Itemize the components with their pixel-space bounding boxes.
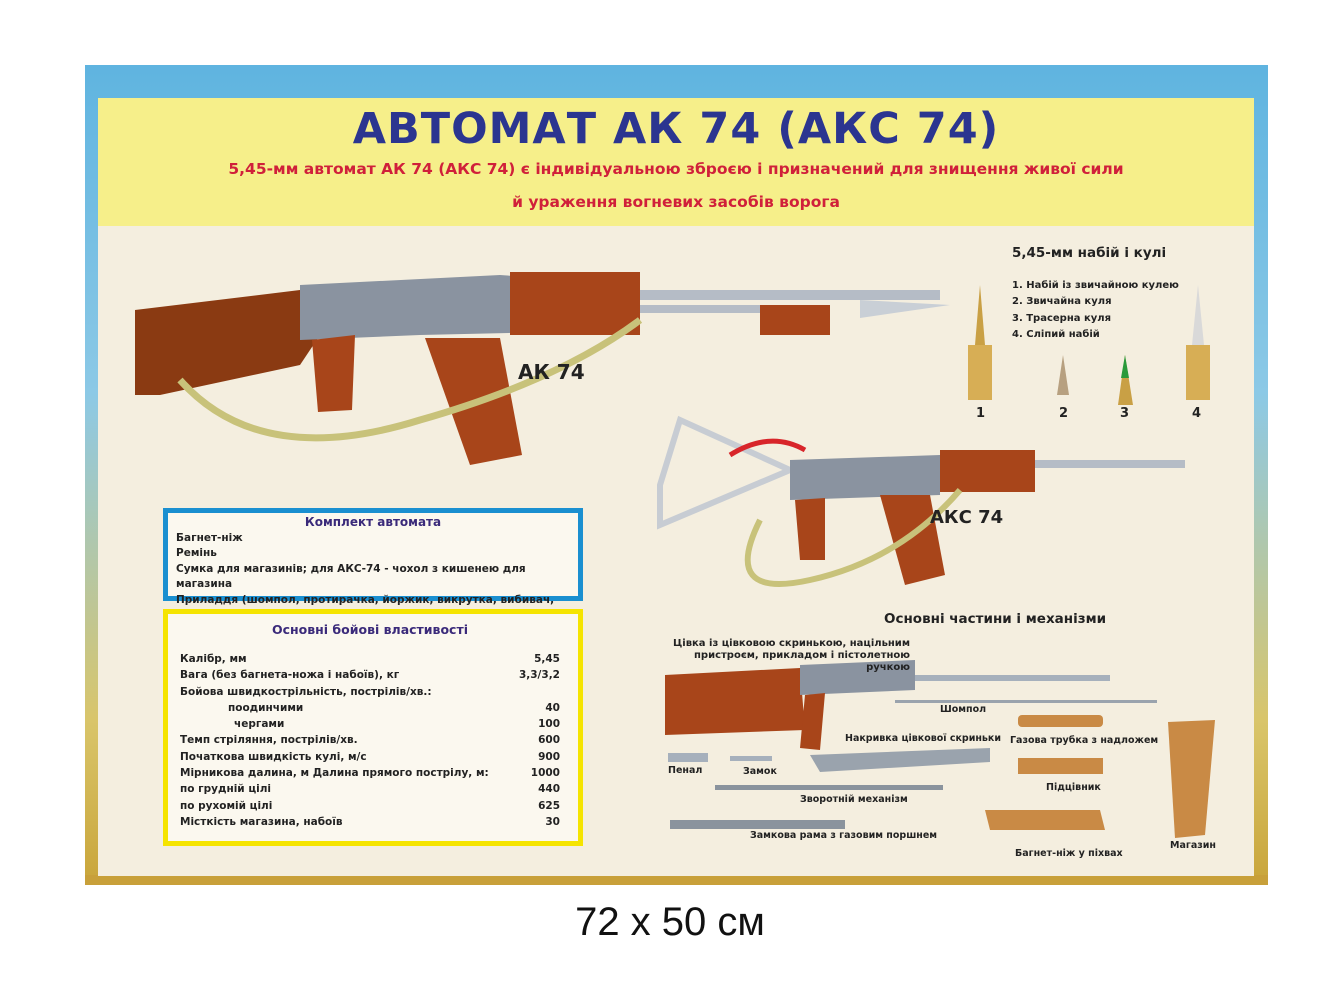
part-label: Зворотній механізм [800,794,908,805]
stats-row: по грудній цілі 440 [180,783,560,799]
stats-label: Бойова швидкострільність, пострілів/хв.: [180,685,432,698]
stats-row: Місткість магазина, набоїв 30 [180,816,560,832]
poster-title: АВТОМАТ АК 74 (АКС 74) [352,104,1000,154]
poster-header: АВТОМАТ АК 74 (АКС 74) 5,45-мм автомат А… [98,98,1254,226]
part-label: Накривка цівкової скриньки [845,733,1002,744]
part-label: Замок [743,766,777,777]
size-caption: 72 x 50 см [575,900,765,944]
kit-box: Комплект автомата Багнет-ніж Ремінь Сумк… [163,508,583,621]
aks74-label: АКС 74 [930,507,1004,528]
stats-label: Початкова швидкість кулі, м/с [180,750,367,763]
kit-item: Багнет-ніж [176,531,243,544]
kit-item: Сумка для магазинів; для АКС-74 - чохол … [176,562,526,591]
stats-value: 440 [538,783,560,796]
stats-value: 3,3/3,2 [518,669,560,682]
stats-row: Початкова швидкість кулі, м/с 900 [180,751,560,767]
stats-value: 100 [538,718,560,731]
stats-label: по грудній цілі [180,783,271,796]
parts-title: Основні частини і механізми [884,611,1107,627]
cartridge-item: 4. Сліпий набій [1012,328,1100,340]
stats-value: 1000 [530,767,560,780]
cartridge-item: 2. Звичайна куля [1012,296,1112,308]
stats-label: Місткість магазина, набоїв [180,815,343,828]
part-label: Підцівник [1046,782,1101,793]
kit-title: Комплект автомата [304,515,442,529]
stats-value: 5,45 [534,653,560,665]
cartridge-item: 3. Трасерна куля [1012,312,1112,324]
stats-value: 900 [538,750,560,763]
part-label: Шомпол [940,704,987,715]
combat-properties-box: Основні бойові властивості Калібр, мм 5,4… [163,609,583,846]
stats-row: Калібр, мм 5,45 [180,653,560,669]
part-label: Замкова рама з газовим поршнем [750,830,938,841]
part-label: Багнет-ніж у піхвах [1015,848,1123,859]
stats-row: чергами 100 [180,718,560,734]
cartridges-legend: 1. Набій із звичайною кулею 2. Звичайна … [1012,278,1179,343]
part-receiver-label: Цівка із цівковою скринькою, націльним п… [672,638,910,673]
stats-label: Темп стріляння, пострілів/хв. [180,734,358,747]
stats-row: по рухомій цілі 625 [180,800,560,816]
cartridge-number: 1 [976,406,986,421]
stats-row: Бойова швидкострільність, пострілів/хв.: [180,686,560,702]
cartridge-item: 1. Набій із звичайною кулею [1012,280,1179,291]
cartridge-number: 2 [1059,406,1069,421]
part-label: Магазин [1170,840,1216,851]
stats-value: 625 [538,799,560,812]
stats-label: чергами [234,718,285,731]
stats-row: Темп стріляння, пострілів/хв. 600 [180,734,560,750]
kit-item: Ремінь [176,547,217,559]
cartridge-number: 4 [1192,406,1202,421]
ak74-label: АК 74 [518,360,585,384]
stats-row: Мірникова далина, м Далина прямого постр… [180,767,560,783]
wheat-strip [85,875,1268,885]
cartridge-number: 3 [1120,406,1130,421]
part-label: Газова трубка з надложем [1010,735,1159,746]
stats-label: поодинчими [228,701,304,714]
stats-label: Вага (без багнета-ножа і набоїв), кг [180,669,400,682]
stats-title: Основні бойові властивості [271,622,468,637]
stats-value: 600 [538,734,560,747]
stats-label: по рухомій цілі [180,799,273,812]
subtitle-line-2: й ураження вогневих засобів ворога [512,193,840,211]
stats-value: 40 [545,701,560,714]
cartridges-title: 5,45-мм набій і кулі [1012,245,1167,261]
subtitle-line-1: 5,45-мм автомат АК 74 (АКС 74) є індивід… [228,160,1124,178]
part-label: Пенал [668,765,703,776]
stats-label: Мірникова далина, м Далина прямого постр… [180,767,489,780]
stats-label: Калібр, мм [180,653,247,665]
stats-row: поодинчими 40 [180,702,560,718]
stats-row: Вага (без багнета-ножа і набоїв), кг 3,3/… [180,669,560,685]
stats-value: 30 [545,815,560,828]
